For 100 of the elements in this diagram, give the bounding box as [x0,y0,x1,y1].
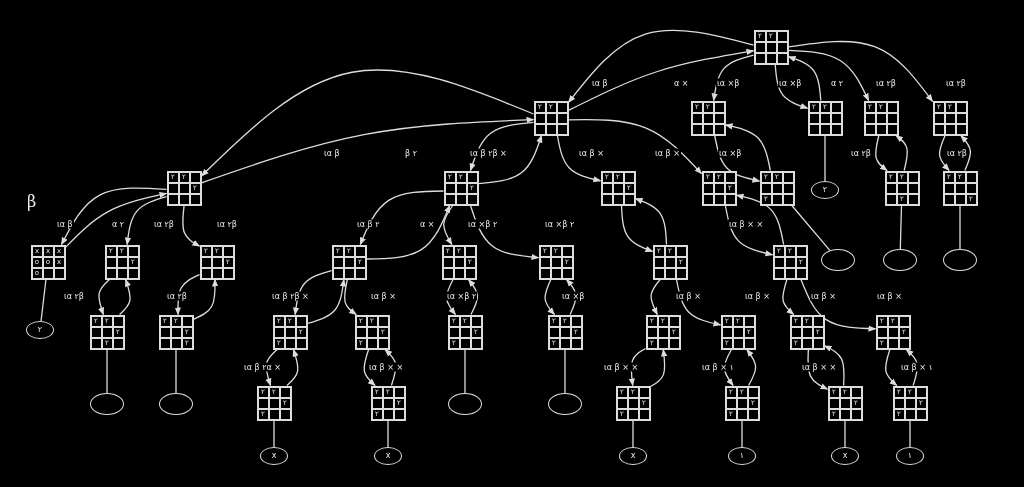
arrow [200,116,535,184]
arrow [675,278,722,327]
connector-line [564,348,566,394]
arrow [714,134,761,183]
alpha-beta-label: ια ٢β [946,148,968,158]
arrow [800,278,877,332]
alpha-beta-label: ια ٢β [63,291,85,301]
connector-line [40,278,47,322]
game-board [932,100,968,136]
alpha-beta-label: ια β × [810,291,837,301]
arrow [182,204,201,247]
game-board [645,314,681,350]
game-board [789,314,825,350]
game-board [89,314,125,350]
connector-line [106,348,108,394]
alpha-beta-label: ια β ٢β × [469,148,508,158]
arrow [938,134,950,172]
connector-line [175,348,177,394]
arrow [567,29,755,104]
game-board [942,170,978,206]
alpha-beta-label: ια ×β ٢ [446,291,478,301]
alpha-beta-label: ια β ٢β × [271,291,310,301]
arrow [650,278,661,316]
alpha-beta-label: ια β × [675,291,702,301]
alpha-beta-label: ια β × [370,291,397,301]
connector-line [899,204,903,250]
arrow [724,123,771,172]
alpha-beta-label: ια β × ١ [701,362,735,372]
alpha-beta-label: ια β × [744,291,771,301]
alpha-beta-label: ια ٢β [153,219,175,229]
connector-line [632,419,634,448]
arrow [292,269,333,316]
arrow [359,190,445,246]
alpha-beta-label: ια ×β [778,78,803,88]
arrow [567,118,703,175]
game-board [370,385,406,421]
game-board [600,170,636,206]
alpha-beta-label: α × [673,78,690,88]
game-board [441,244,477,280]
arrow [620,204,654,253]
game-board [615,385,651,421]
alpha-beta-label: ια ×β [716,78,741,88]
arrow [119,278,131,316]
arrow [774,63,809,109]
arrow [443,204,454,246]
game-board [863,100,899,136]
arrow [735,193,785,246]
arrow [884,348,898,387]
game-board [447,314,483,350]
alpha-beta-label: ια ×β [561,291,586,301]
game-board [443,170,479,206]
alpha-beta-label: α ٢ [830,78,845,88]
arrow [895,134,908,172]
arrow [746,348,757,387]
game-board [533,100,569,136]
arrow [787,56,822,102]
alpha-beta-label: ια β [323,148,341,158]
tree-label: β [26,193,38,211]
arrow [711,54,755,102]
arrow [192,278,219,320]
arrow [634,197,668,246]
game-board [354,314,390,350]
alpha-beta-label: ια ٢β [875,78,897,88]
game-board [199,244,235,280]
arrow [960,134,972,172]
game-board [759,170,795,206]
arrow [200,69,535,177]
connector-line [844,419,846,448]
arrow [365,204,451,260]
arrow [363,348,376,387]
alpha-beta-label: ια β × × [728,219,765,229]
arrow [649,348,668,388]
connector-line [909,419,911,448]
game-board [331,244,367,280]
arrow [469,204,540,261]
arrow [174,274,201,316]
arrow [567,48,755,111]
game-board [827,385,863,421]
alpha-beta-label: ια ×β ٢ [467,219,499,229]
game-board [701,170,737,206]
game-board [256,385,292,421]
alpha-beta-label: ια β × ١ [900,362,934,372]
alpha-beta-label: α ٢ [111,219,126,229]
arrow [823,345,845,387]
game-board [884,170,920,206]
arrow [306,278,347,325]
alpha-beta-label: ια β ٢α × [243,362,282,372]
game-board [166,170,202,206]
arrow [477,134,543,185]
alpha-beta-label: ια β × × [801,362,838,372]
game-board [720,314,756,350]
alpha-beta-label: α × [419,219,436,229]
connector-line [791,204,831,251]
alpha-beta-label: ια β × × [603,362,640,372]
game-board [547,314,583,350]
alpha-beta-label: ια β [591,78,609,88]
alpha-beta-label: ια ×β [718,148,743,158]
connector-line [824,134,826,182]
arrow [98,278,110,316]
arrow [544,278,556,316]
